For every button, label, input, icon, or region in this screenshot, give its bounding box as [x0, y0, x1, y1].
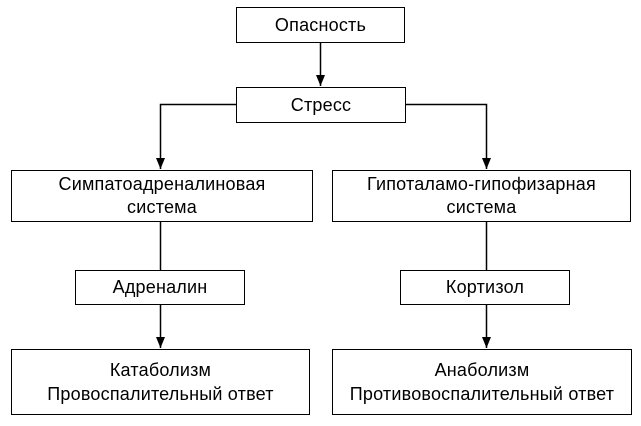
- node-stress-label: Стресс: [290, 94, 352, 115]
- node-adrenaline-label: Адреналин: [112, 277, 208, 297]
- node-cortisol: Кортизол: [400, 270, 570, 305]
- node-anabolism-line1: Анаболизм: [434, 360, 530, 380]
- node-sympathoadrenal-line1: Симпатоадреналиновая: [58, 174, 266, 194]
- node-stress: Стресс: [236, 87, 406, 123]
- node-danger-label: Опасность: [274, 14, 367, 35]
- node-danger: Опасность: [236, 7, 405, 43]
- node-hypothalamic-pituitary-system: Гипоталамо-гипофизарная система: [332, 170, 631, 222]
- node-catabolism-line2: Провоспалительный ответ: [47, 384, 274, 404]
- node-anabolism-line2: Противовоспалительный ответ: [349, 384, 615, 404]
- arrow-stress-to-sympathoadrenal: [156, 103, 236, 169]
- node-cortisol-label: Кортизол: [445, 277, 525, 297]
- node-adrenaline: Адреналин: [75, 270, 245, 305]
- node-hypothalamic-line2: система: [446, 197, 517, 217]
- node-sympathoadrenal-system: Симпатоадреналиновая система: [11, 170, 313, 222]
- node-catabolism-line1: Катаболизм: [109, 360, 212, 380]
- arrow-stress-to-hypothalamic: [406, 103, 491, 169]
- node-hypothalamic-line1: Гипоталамо-гипофизарная: [367, 174, 596, 194]
- node-catabolism: Катаболизм Провоспалительный ответ: [11, 349, 310, 415]
- node-sympathoadrenal-line2: система: [127, 197, 197, 217]
- node-anabolism: Анаболизм Противовоспалительный ответ: [332, 349, 632, 415]
